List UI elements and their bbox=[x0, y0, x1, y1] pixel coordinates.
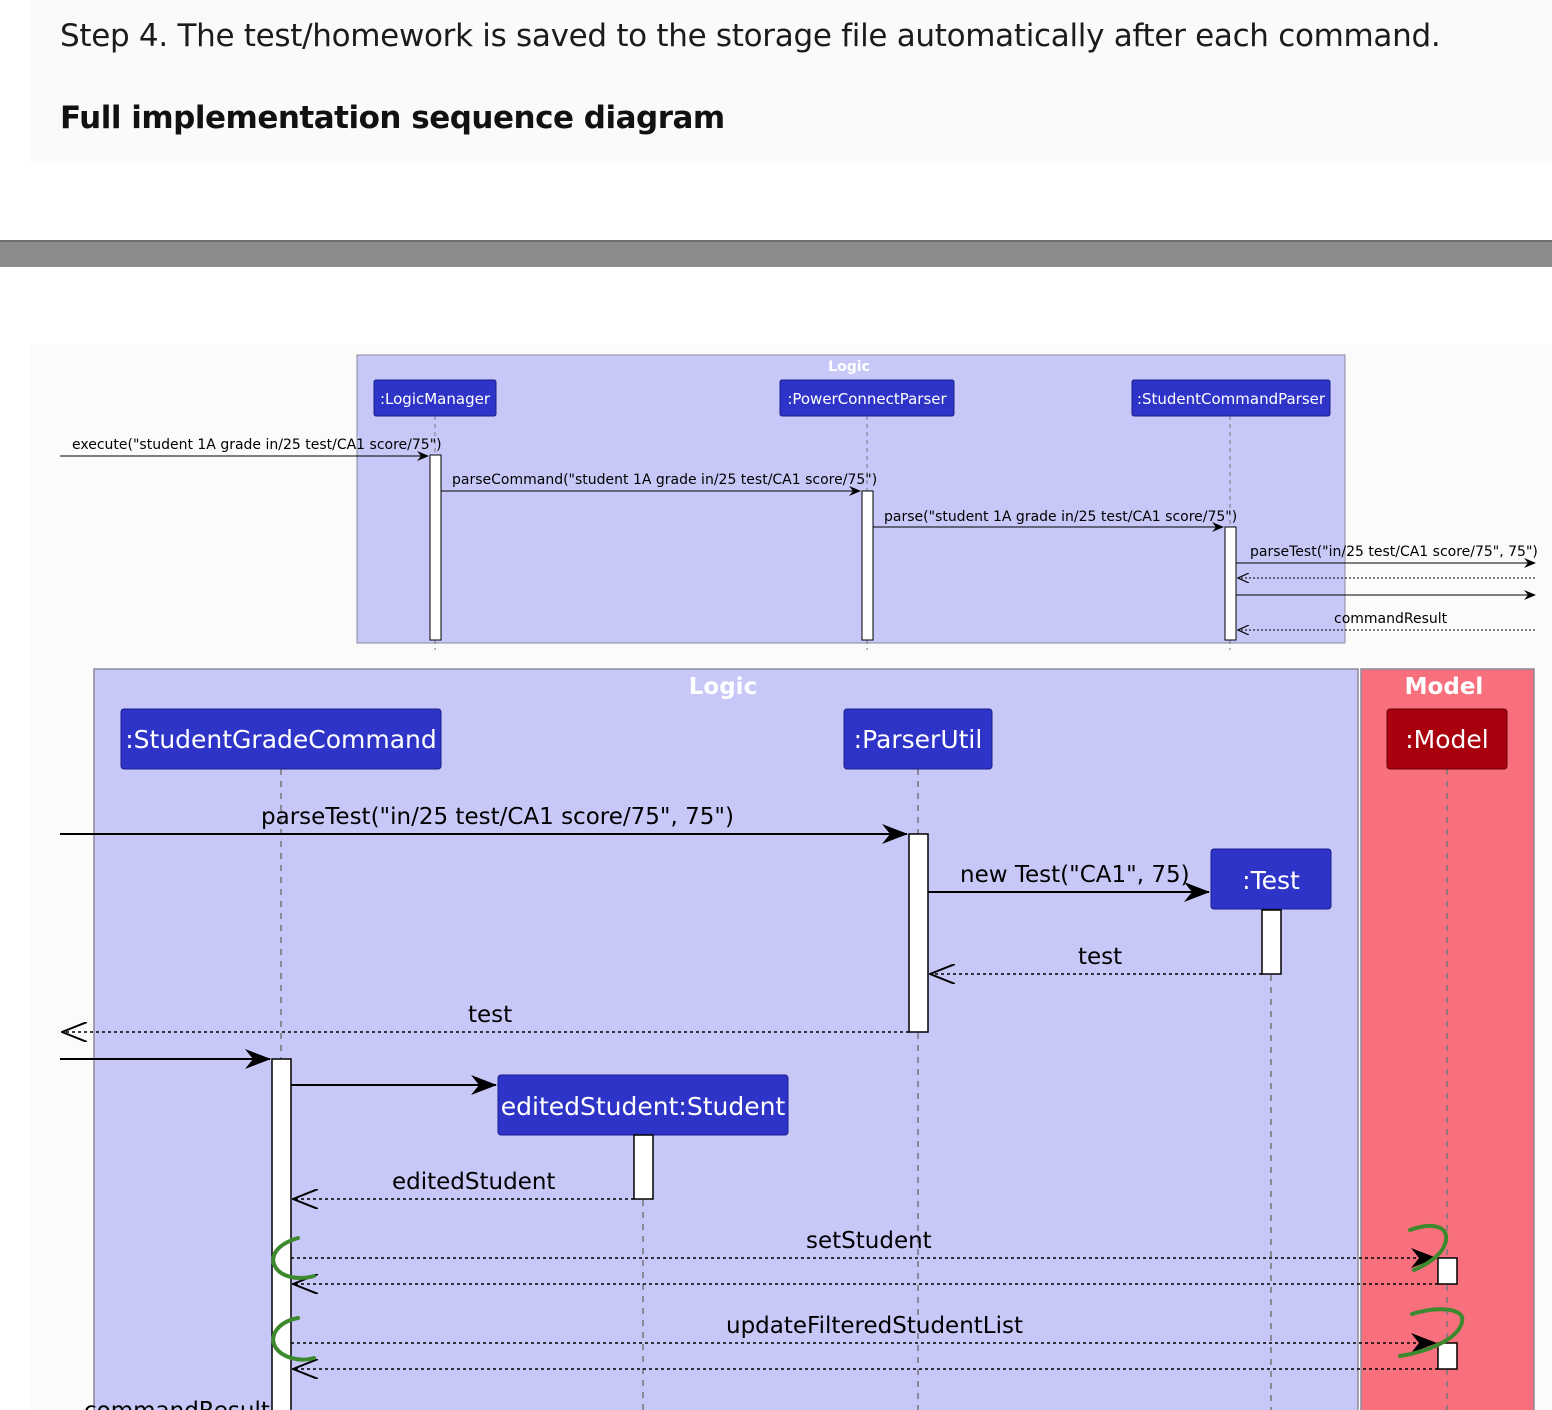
bottom-logic-label: Logic bbox=[689, 674, 757, 700]
image-divider-bar bbox=[0, 240, 1552, 267]
msg-update-filtered-label: updateFilteredStudentList bbox=[726, 1313, 1023, 1339]
top-logic-label: Logic bbox=[828, 359, 870, 375]
msg-test-return-inner-label: test bbox=[1078, 944, 1122, 970]
activation-test bbox=[1261, 909, 1282, 975]
activation-model-2 bbox=[1437, 1342, 1458, 1370]
msg-edited-student-return-label: editedStudent bbox=[392, 1169, 555, 1195]
participant-student-command-parser bbox=[1131, 379, 1331, 417]
participant-model-label: :Model bbox=[1405, 725, 1488, 754]
msg-command-result-top-label: commandResult bbox=[1334, 611, 1448, 627]
msg-execute-label: execute("student 1A grade in/25 test/CA1… bbox=[72, 437, 442, 453]
participant-logic-manager bbox=[373, 379, 497, 417]
section-heading: Full implementation sequence diagram bbox=[60, 100, 725, 136]
msg-command-result-label: commandResult bbox=[84, 1398, 270, 1410]
participant-power-connect-parser bbox=[779, 379, 955, 417]
participant-parser-util-label: :ParserUtil bbox=[854, 725, 983, 754]
participant-student-command-parser-label: :StudentCommandParser bbox=[1137, 390, 1326, 408]
annotation-mark-left-2 bbox=[271, 1316, 316, 1362]
msg-test-return-outer-label: test bbox=[468, 1002, 512, 1028]
activation-edited-student bbox=[633, 1134, 654, 1200]
activation-parser-util bbox=[908, 833, 929, 1033]
annotation-mark-left-1 bbox=[271, 1236, 316, 1280]
annotation-mark-right-1 bbox=[1408, 1223, 1449, 1272]
participant-power-connect-parser-label: :PowerConnectParser bbox=[787, 390, 947, 408]
document-block bbox=[30, 0, 1552, 163]
msg-parse-test-top-label: parseTest("in/25 test/CA1 score/75", 75"… bbox=[1250, 544, 1538, 560]
model-group-label: Model bbox=[1405, 674, 1484, 700]
participant-student-grade-command-label: :StudentGradeCommand bbox=[125, 725, 437, 754]
annotation-mark-right-2 bbox=[1398, 1307, 1465, 1358]
activation-student-command-parser bbox=[1224, 526, 1237, 641]
participant-logic-manager-label: :LogicManager bbox=[380, 390, 491, 408]
msg-new-test-label: new Test("CA1", 75) bbox=[960, 862, 1190, 888]
msg-set-student-label: setStudent bbox=[806, 1228, 932, 1254]
msg-parse-label: parse("student 1A grade in/25 test/CA1 s… bbox=[884, 509, 1237, 525]
participant-test bbox=[1210, 848, 1332, 910]
top-diagram: Logic :LogicManager :PowerConnectParser … bbox=[60, 354, 1538, 650]
activation-logic-manager bbox=[429, 454, 442, 641]
participant-student-grade-command bbox=[120, 708, 442, 770]
participant-model bbox=[1386, 708, 1508, 770]
participant-parser-util bbox=[843, 708, 993, 770]
step-text: Step 4. The test/homework is saved to th… bbox=[60, 18, 1441, 54]
participant-test-label: :Test bbox=[1242, 866, 1300, 895]
bottom-diagram: Logic Model :StudentGradeCommand :Parser… bbox=[60, 668, 1535, 1410]
participant-edited-student-label: editedStudent:Student bbox=[501, 1092, 786, 1121]
activation-power-connect-parser bbox=[861, 490, 874, 641]
activation-model-1 bbox=[1437, 1257, 1458, 1285]
msg-parse-test-label: parseTest("in/25 test/CA1 score/75", 75"… bbox=[261, 804, 734, 830]
msg-parse-command-label: parseCommand("student 1A grade in/25 tes… bbox=[452, 472, 877, 488]
